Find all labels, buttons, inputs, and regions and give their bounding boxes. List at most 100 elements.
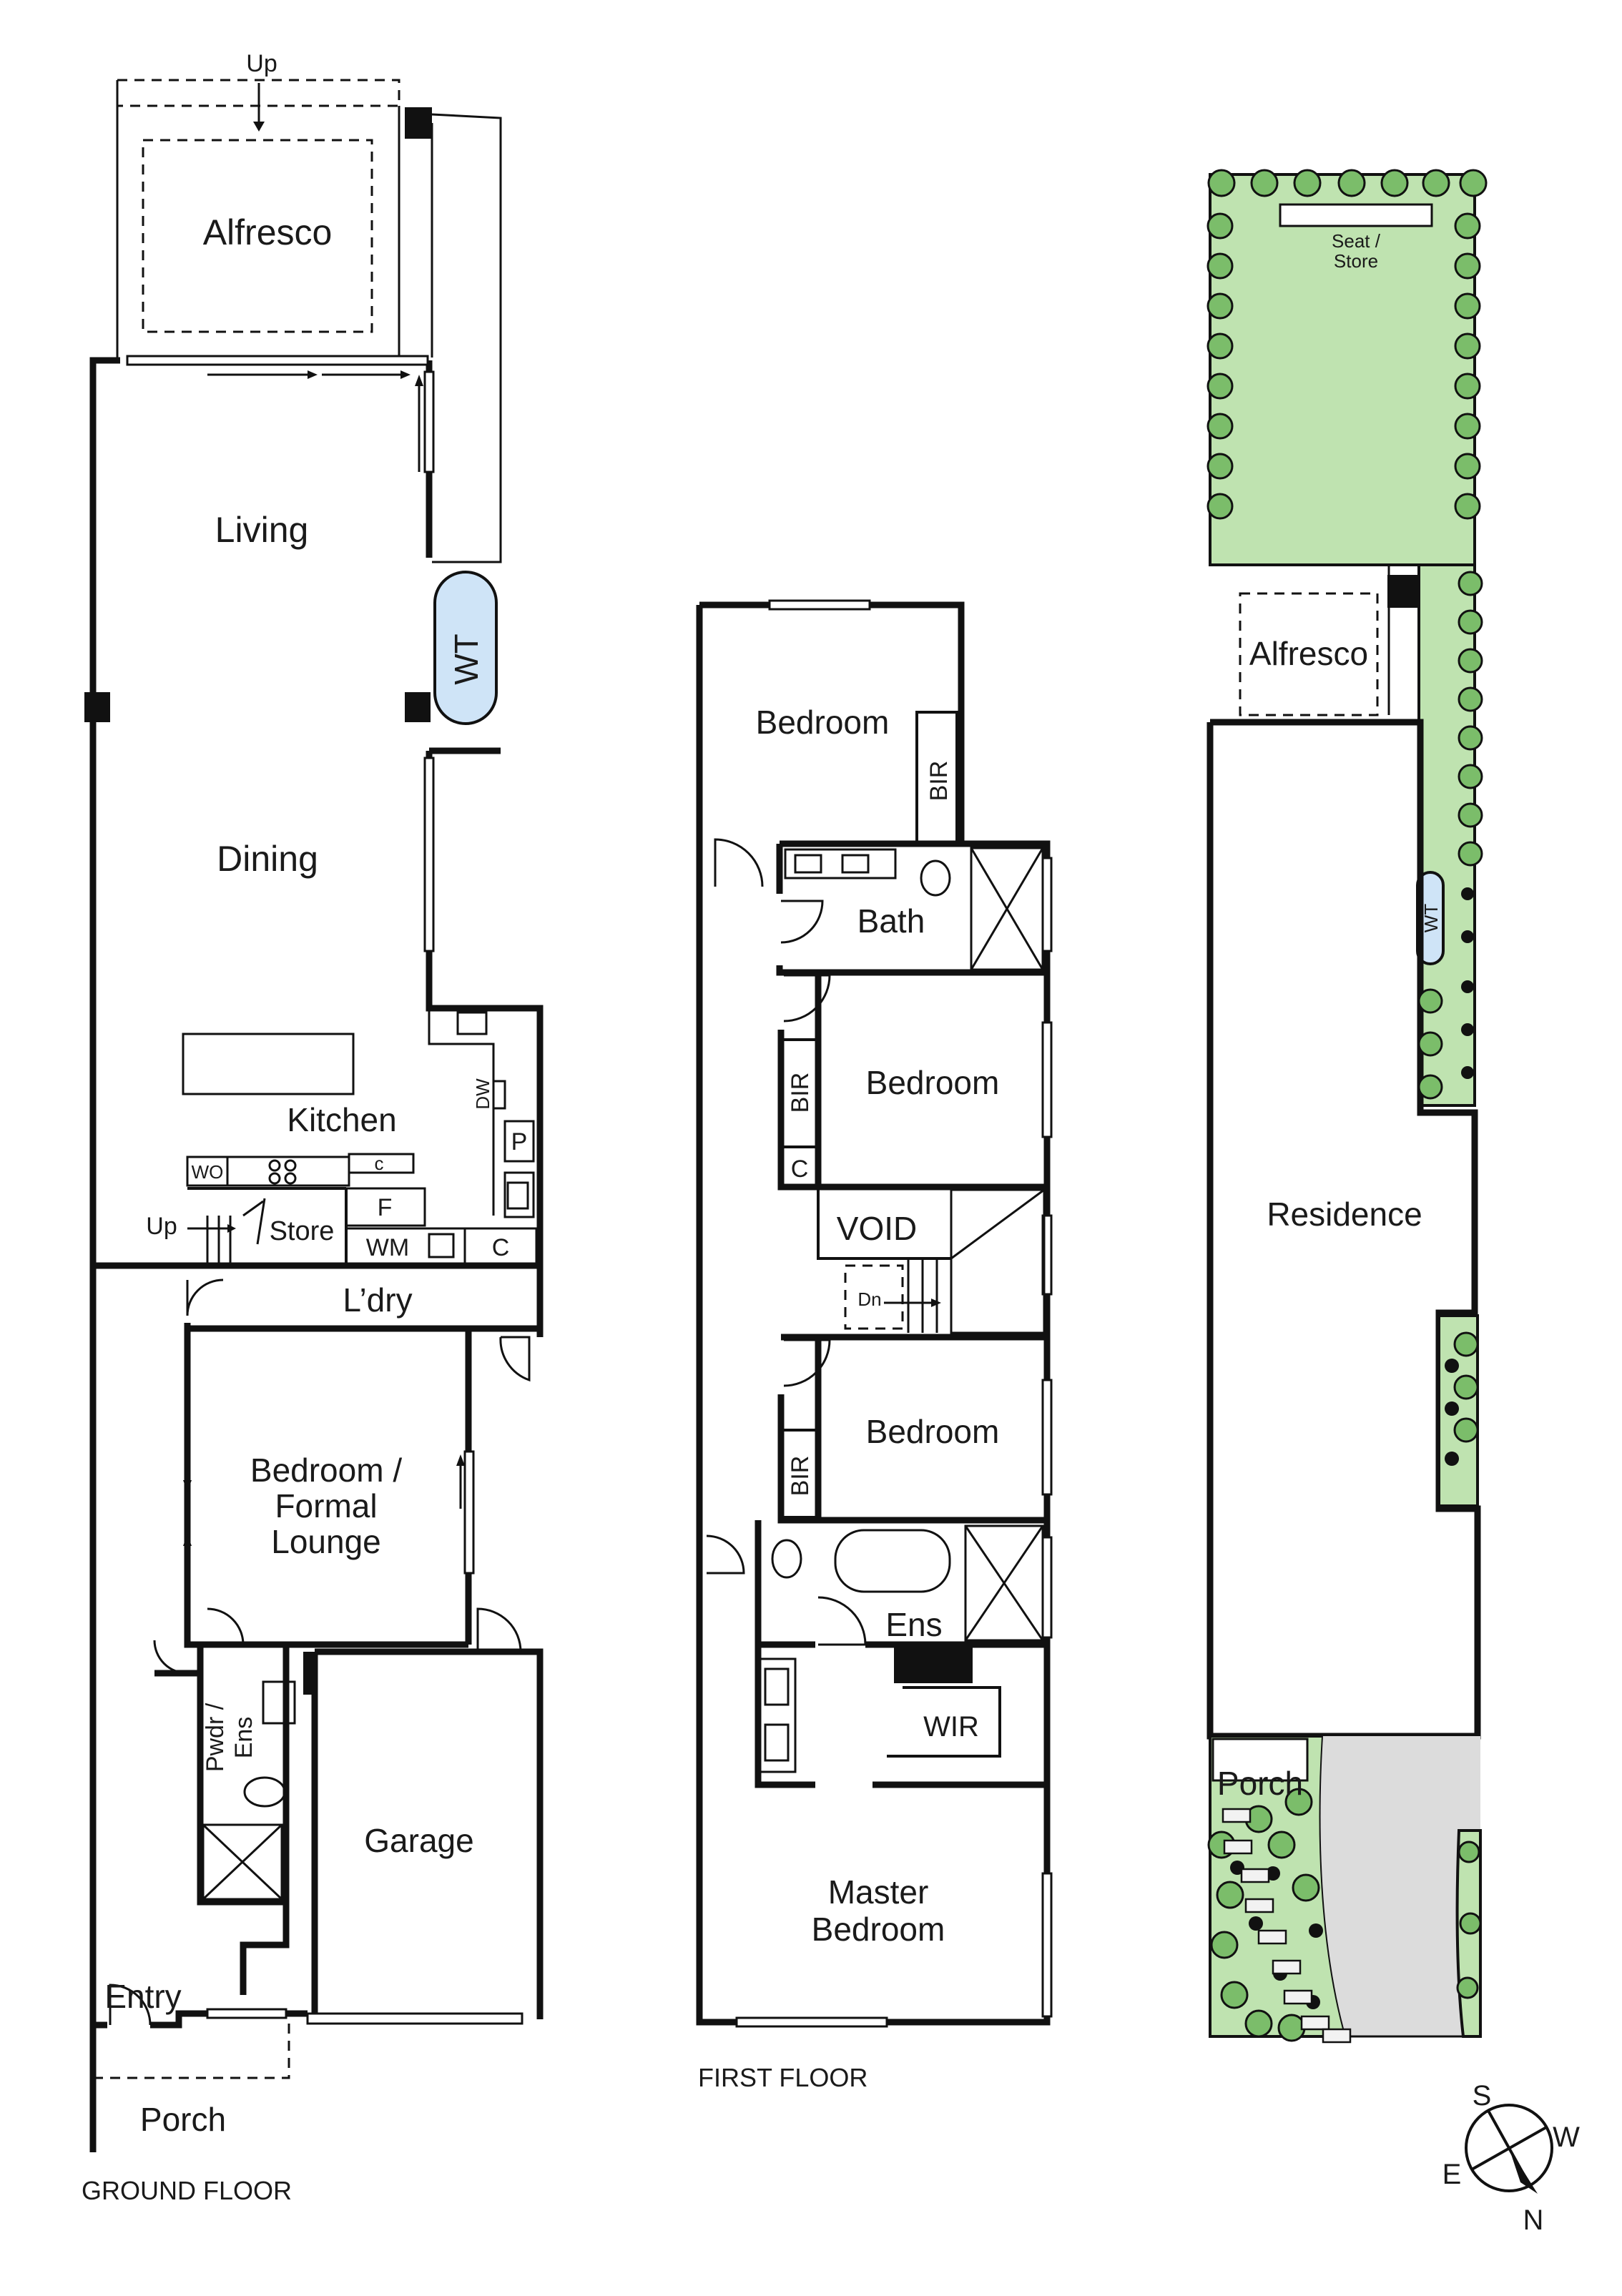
tree <box>1267 1831 1296 1859</box>
store-slash <box>256 1198 266 1245</box>
bedroom2-door[interactable] <box>783 974 831 1023</box>
entry-wall <box>240 1902 290 1995</box>
site-porch-box <box>1211 1738 1309 1782</box>
bedroom3-label: Bedroom <box>866 1413 1000 1450</box>
stepping-stone <box>1257 1929 1287 1945</box>
master-window-side <box>1041 1872 1053 2018</box>
hall-door-bottom[interactable] <box>706 1534 745 1575</box>
site-plan <box>1206 169 1488 2044</box>
stepping-stone <box>1223 1839 1253 1855</box>
alfresco-up-label: Up <box>246 50 277 77</box>
front-bedroom-label: Bedroom <box>756 704 890 741</box>
first-floor-outer-walls <box>696 601 1051 2026</box>
tree <box>1458 764 1483 789</box>
master-label-line1: Master <box>828 1873 929 1911</box>
ensuite-window <box>1041 1536 1053 1639</box>
bath-door[interactable] <box>780 900 824 944</box>
compass-east: E <box>1442 2159 1462 2190</box>
first-floor-caption: FIRST FLOOR <box>698 2063 867 2092</box>
tree <box>1206 212 1234 240</box>
side-fence <box>431 113 502 563</box>
alfresco-up-arrowhead <box>253 122 265 132</box>
bedroom-label-line2: Formal <box>275 1487 377 1524</box>
compass-ew-line <box>1471 2125 1548 2171</box>
shrub <box>1309 1923 1323 1938</box>
compass: S W E N <box>1442 2080 1580 2236</box>
alfresco-sliding-door <box>126 355 429 366</box>
entry-window <box>206 2008 287 2019</box>
porch-outline <box>93 2024 290 2079</box>
powder-door-1[interactable] <box>207 1607 245 1646</box>
dining-kitchen-right-wall <box>426 751 544 1266</box>
bedroom2-cupboard-label: C <box>791 1156 809 1183</box>
tree <box>1458 841 1483 867</box>
laundry-bottom-wall <box>184 1266 544 1332</box>
tree <box>1453 1417 1479 1443</box>
site-porch-label: Porch <box>1217 1765 1303 1802</box>
small-cupboard-box <box>348 1153 415 1174</box>
bedroom-label-line1: Bedroom / <box>250 1452 402 1489</box>
laundry-label: L’dry <box>343 1281 412 1319</box>
site-pavers <box>1222 1808 1352 2044</box>
garage-rear-door[interactable] <box>476 1607 522 1652</box>
hall-door-top[interactable] <box>714 838 764 887</box>
stepping-stone <box>1222 1808 1252 1823</box>
side-door[interactable] <box>499 1336 531 1382</box>
bedroom3-window <box>1041 1379 1053 1496</box>
pantry-box <box>503 1120 535 1163</box>
partition-arrowhead-down <box>183 1480 192 1492</box>
dining-side-window <box>423 757 435 952</box>
powder-door-2[interactable] <box>153 1640 188 1675</box>
cooktop-burner <box>268 1172 281 1185</box>
bath-toilet <box>920 859 951 897</box>
ensuite-post <box>894 1647 973 1683</box>
powder-vanity <box>262 1680 296 1725</box>
tree <box>1250 169 1279 197</box>
stair-down-arrowhead <box>931 1299 941 1307</box>
bath-basin <box>794 854 822 874</box>
master-robe-shelf <box>764 1667 790 1706</box>
bir-2-label: BIR <box>787 1073 814 1113</box>
shrub <box>1249 1916 1263 1931</box>
tree <box>1206 292 1234 320</box>
tree <box>1458 571 1483 596</box>
compass-south: S <box>1473 2080 1492 2112</box>
bedroom-label-line3: Lounge <box>271 1523 381 1560</box>
bir-3-label: BIR <box>787 1456 814 1497</box>
stair-down-label: Dn <box>857 1289 881 1310</box>
powder-label-line2: Ens <box>230 1717 257 1759</box>
alfresco-roof-outline <box>142 139 373 333</box>
entry-front-wall <box>150 2010 207 2029</box>
bedroom3-door[interactable] <box>783 1339 831 1387</box>
tree <box>1337 169 1366 197</box>
cooktop-burner <box>284 1159 297 1172</box>
water-tank <box>433 571 498 725</box>
site-trees <box>1206 169 1488 2042</box>
entry-door[interactable] <box>109 1984 152 2026</box>
bedroom-slider-arrowhead <box>456 1454 465 1466</box>
powder-label-line1: Pwdr / <box>202 1703 229 1772</box>
alfresco-post <box>405 107 432 139</box>
tree <box>1206 493 1234 520</box>
kitchen-bench-outline <box>428 1008 495 1216</box>
tree <box>1453 1374 1479 1400</box>
dining-label: Dining <box>217 839 318 879</box>
ensuite-label: Ens <box>885 1606 942 1643</box>
garage-label: Garage <box>364 1822 473 1859</box>
stair-box <box>950 1188 1046 1334</box>
slider-arrowhead-2 <box>400 370 411 379</box>
tree <box>1422 169 1450 197</box>
tree <box>1454 292 1481 320</box>
tree <box>1458 725 1483 751</box>
stepping-stone <box>1322 2028 1352 2044</box>
pantry-label: P <box>511 1128 528 1156</box>
void-label: VOID <box>837 1210 917 1247</box>
laundry-door[interactable] <box>186 1278 224 1316</box>
tree <box>1454 373 1481 400</box>
shower-diag <box>964 1525 1044 1641</box>
tree <box>1380 169 1409 197</box>
ensuite-door[interactable] <box>817 1596 867 1646</box>
ground-floor-plan <box>84 79 544 2152</box>
tree <box>1417 1031 1443 1057</box>
laundry-cupboard-label: C <box>492 1234 510 1261</box>
